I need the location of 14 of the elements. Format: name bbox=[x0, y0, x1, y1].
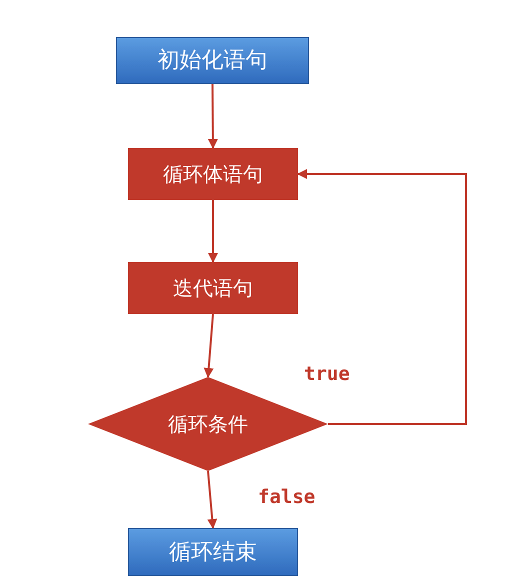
node-label: 循环结束 bbox=[169, 538, 257, 566]
arrow bbox=[207, 470, 218, 529]
process-box bbox=[128, 148, 298, 200]
process-box bbox=[116, 37, 309, 84]
process-box bbox=[128, 262, 298, 314]
arrow bbox=[208, 200, 218, 263]
node-label: 循环条件 bbox=[168, 411, 248, 438]
node-label: 循环体语句 bbox=[163, 161, 263, 188]
process-box bbox=[128, 528, 298, 576]
node-label: 初始化语句 bbox=[158, 47, 268, 75]
arrow bbox=[208, 84, 218, 149]
arrow bbox=[297, 169, 467, 425]
arrow bbox=[204, 314, 214, 378]
node-label: 迭代语句 bbox=[173, 275, 253, 302]
